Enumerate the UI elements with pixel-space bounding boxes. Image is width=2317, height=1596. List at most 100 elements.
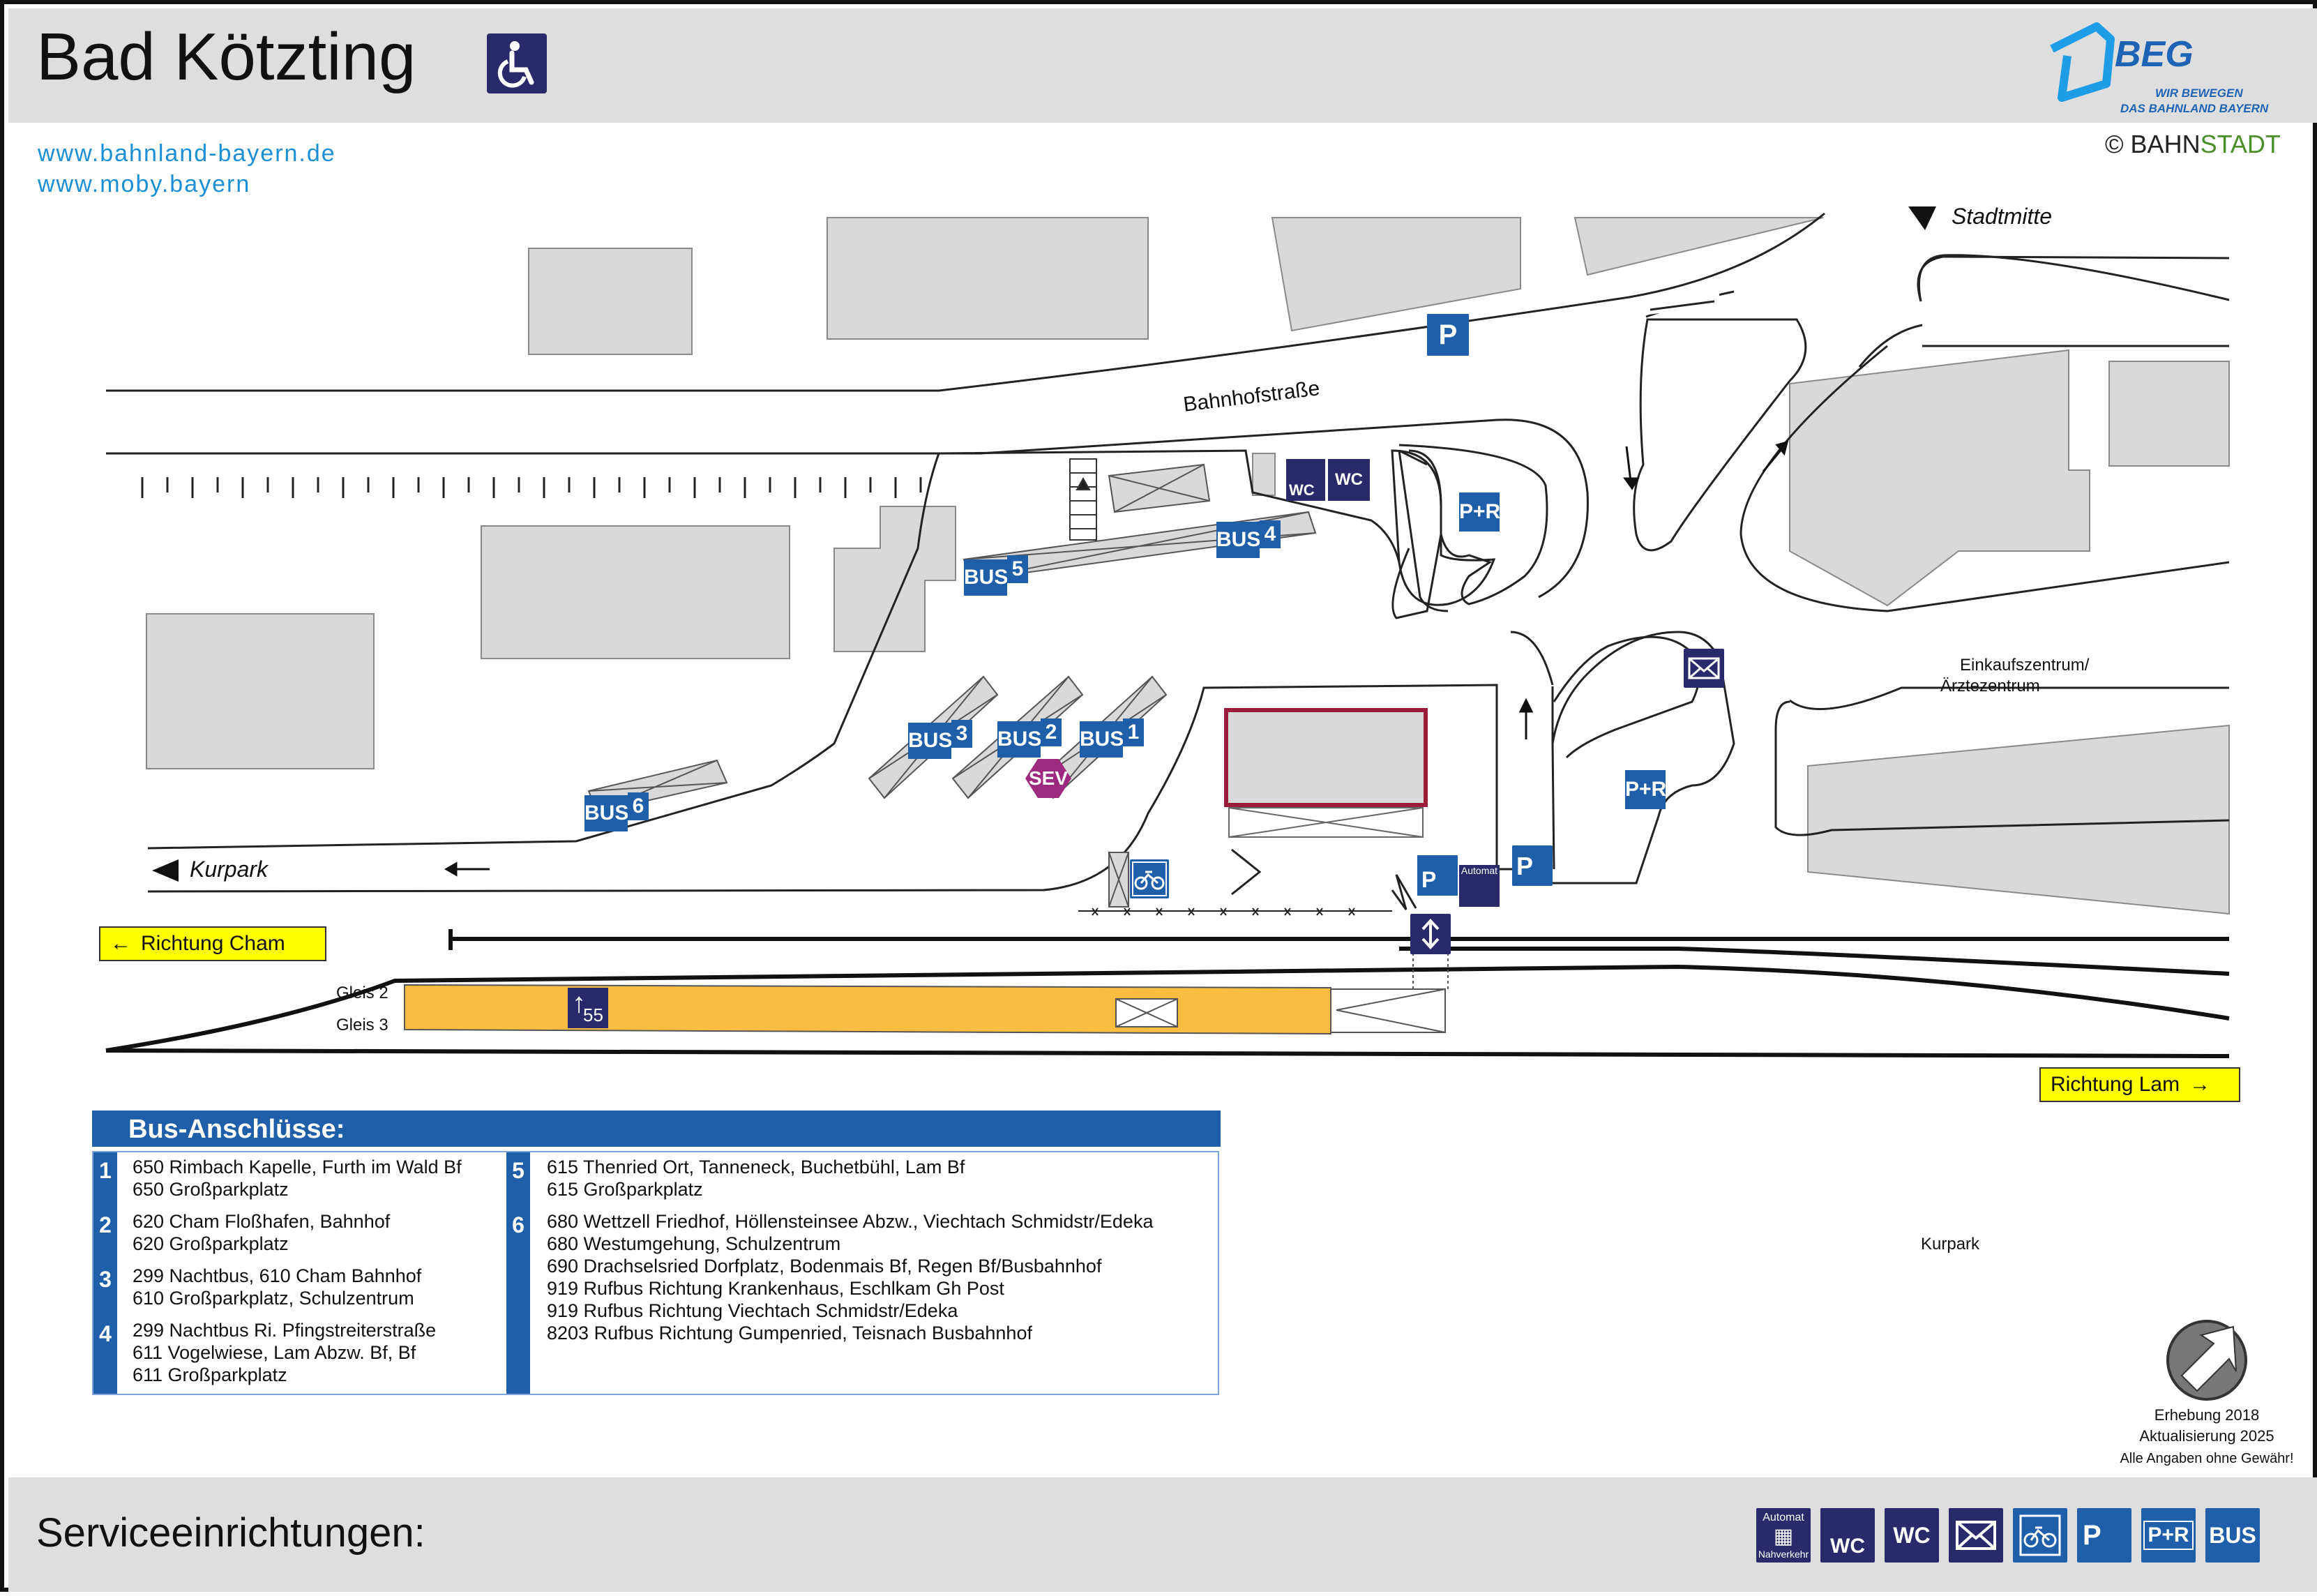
bus-stop-1-number: 1 — [1123, 718, 1144, 746]
route-line: 680 Westumgehung, Schulzentrum — [547, 1233, 841, 1254]
road-edge — [147, 453, 940, 850]
station-title: Bad Kötzting — [36, 20, 416, 94]
station-building — [1227, 709, 1425, 804]
barrier — [1231, 848, 1262, 896]
buildings — [146, 217, 2230, 915]
building — [1807, 724, 2230, 915]
arrow-left-icon: ← — [110, 932, 131, 955]
road-edge — [1650, 300, 1715, 311]
route-line: 8203 Rufbus Richtung Gumpenried, Teisnac… — [547, 1323, 1032, 1343]
road-edge — [1789, 686, 2229, 710]
bus-stop-number-1: 1 — [99, 1158, 112, 1183]
bus-column-bar-right — [506, 1152, 530, 1394]
survey-note: Erhebung 2018 — [2154, 1406, 2260, 1424]
bike-parking-footer-icon — [2013, 1508, 2067, 1563]
parking-stripes — [141, 477, 922, 498]
building — [833, 506, 956, 652]
bus-stop-6-badge: BUS — [584, 795, 628, 831]
road-edge — [1858, 324, 1923, 368]
direction-cham-label: Richtung Cham — [141, 932, 285, 955]
bus-stop-5-number: 5 — [1007, 555, 1028, 583]
platform-section-number: 55 — [583, 1004, 603, 1025]
mailbox-icon — [1684, 649, 1724, 688]
road-edge — [106, 419, 1589, 598]
motorbike-parking-label: P — [1421, 867, 1437, 892]
building — [146, 613, 375, 769]
platform-waiting-shelter — [1115, 998, 1178, 1027]
road-edge — [1408, 449, 1442, 507]
bus-connections-table: Bus-Anschlüsse: 1 650 Rimbach Kapelle, F… — [92, 1111, 1221, 1396]
road-edge — [1917, 254, 2230, 302]
underpass-icon — [1410, 914, 1451, 954]
bus-stop-4-badge: BUS — [1216, 522, 1260, 558]
sev-stop-badge — [1025, 759, 1071, 798]
stadtmitte-marker-icon — [1908, 206, 1936, 230]
bus-stop-6-number: 6 — [628, 792, 649, 820]
bus-connections-header — [92, 1111, 1221, 1147]
bus-stop-number-5: 5 — [512, 1158, 524, 1183]
park-and-ride-footer-icon: P+R — [2141, 1508, 2196, 1563]
bus-stop-number-4: 4 — [99, 1321, 112, 1346]
stadtmitte-road — [1917, 255, 2230, 302]
route-line: 919 Rufbus Richtung Krankenhaus, Eschlka… — [547, 1278, 1004, 1299]
road-edge — [1739, 345, 2230, 612]
stadtmitte-label: Stadtmitte — [1952, 204, 2053, 229]
road-edge — [1551, 686, 1555, 870]
direction-arrows — [444, 440, 1789, 877]
bus-stop-4-number: 4 — [1260, 520, 1281, 548]
building — [481, 525, 790, 659]
park-and-ride-footer-label: P+R — [2143, 1521, 2194, 1550]
building — [2108, 361, 2230, 467]
service-facilities-label: Serviceeinrichtungen: — [36, 1510, 425, 1556]
road-edge — [1398, 449, 1428, 466]
direction-sign-lam: Richtung Lam → — [2039, 1067, 2240, 1102]
bus-footer-label: BUS — [2209, 1522, 2256, 1548]
copyright-stadt: STADT — [2200, 130, 2281, 158]
roads — [106, 212, 2230, 893]
platform-access-path — [1412, 953, 1449, 989]
route-line: 650 Großparkplatz — [133, 1179, 289, 1200]
bus-stop-number-3: 3 — [99, 1267, 112, 1292]
kurpark-marker-icon — [152, 859, 179, 882]
road-parking-area — [1391, 449, 1496, 606]
kurpark-label-left: Kurpark — [190, 857, 269, 882]
link-bahnland-bayern[interactable]: www.bahnland-bayern.de — [38, 140, 336, 167]
copyright-bahnstadt: © BAHNSTADT — [2105, 130, 2281, 159]
bus-connections-heading: Bus-Anschlüsse: — [128, 1115, 345, 1144]
route-line: 611 Vogelwiese, Lam Abzw. Bf, Bf — [133, 1342, 416, 1363]
parking-badge: P — [1427, 314, 1469, 356]
arrow-up-icon: ↑ — [572, 988, 586, 1018]
kurpark-label-right: Kurpark — [1921, 1235, 1980, 1254]
wheelchair-icon — [487, 33, 547, 93]
building — [1271, 217, 1521, 332]
einkaufszentrum-label-1: Einkaufszentrum/ — [1960, 656, 2090, 675]
direction-sign-cham: ← Richtung Cham — [99, 926, 326, 961]
park-and-ride-badge-top: P+R — [1459, 492, 1500, 532]
link-moby-bayern[interactable]: www.moby.bayern — [38, 171, 251, 197]
beg-slogan-line1: WIR BEWEGEN — [2155, 86, 2243, 100]
park-and-ride-badge-bottom: P+R — [1625, 770, 1666, 809]
building — [1573, 217, 1824, 276]
wc-icon-label: WC — [1893, 1522, 1931, 1548]
mailbox-footer-icon — [1949, 1508, 2003, 1563]
bus-footer-icon: BUS — [2205, 1508, 2260, 1563]
direction-lam-label: Richtung Lam — [2051, 1073, 2180, 1096]
route-line: 615 Thenried Ort, Tanneneck, Buchetbühl,… — [547, 1157, 965, 1177]
barrier — [1391, 874, 1417, 910]
platform — [404, 984, 1331, 1035]
track — [105, 1048, 2230, 1058]
traffic-island — [1633, 318, 1807, 552]
route-line: 620 Großparkplatz — [133, 1233, 289, 1254]
bus-stop-2-badge: BUS — [997, 721, 1041, 758]
road-edge — [1774, 700, 2230, 836]
beg-slogan-line2: DAS BAHNLAND BAYERN — [2120, 102, 2269, 115]
canopy-cross — [1228, 807, 1424, 838]
road-edge — [147, 684, 1539, 893]
tracks — [105, 929, 2230, 1058]
fence — [1078, 908, 1392, 916]
stairs — [1069, 458, 1097, 541]
north-arrow-icon — [2166, 1320, 2247, 1401]
wheelchair-parking-icon — [1512, 845, 1553, 886]
road-edge — [1391, 444, 1548, 619]
